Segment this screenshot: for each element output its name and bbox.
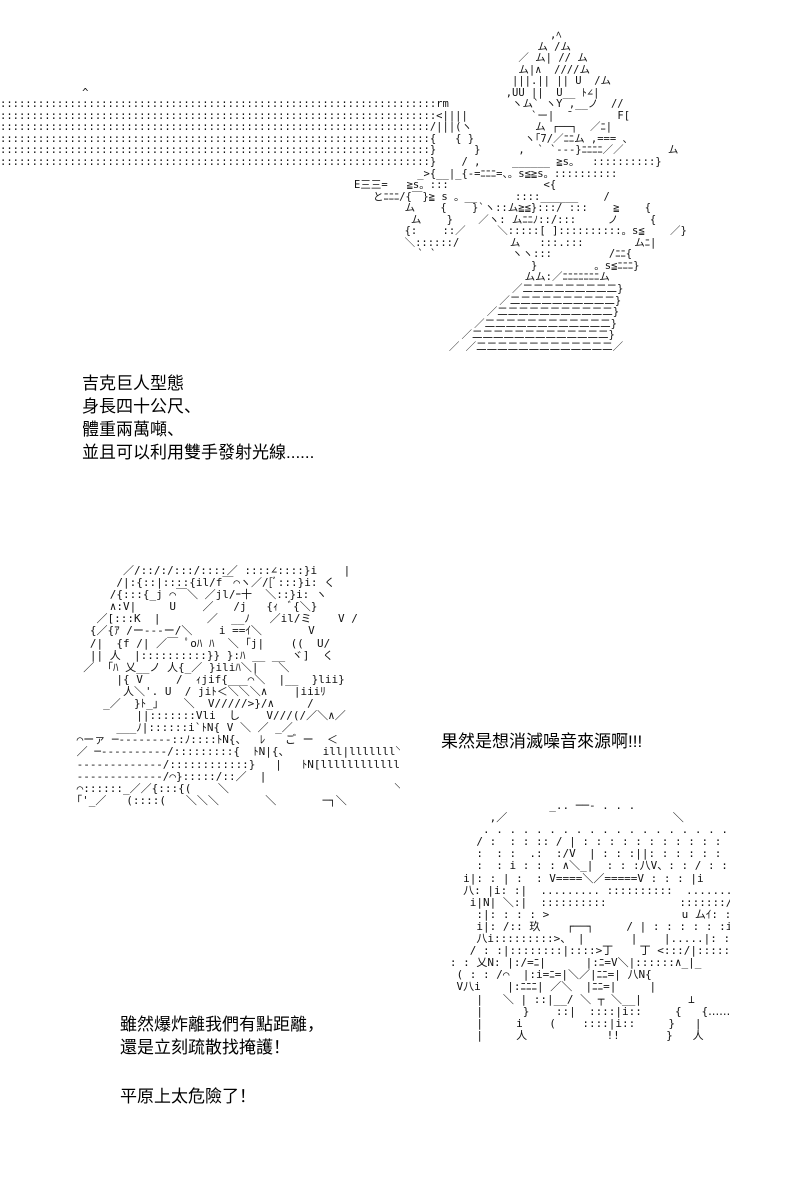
worried-boy-ascii-art: _.. ──- . . . ,／ ＼ . . . . . . . . . . .… bbox=[449, 800, 730, 1042]
robot-caption-line-3: 體重兩萬噸、 bbox=[82, 420, 184, 439]
robot-caption-line-2: 身長四十公尺、 bbox=[82, 397, 201, 416]
escape-caption: 雖然爆炸離我們有點距離， 還是立刻疏散找掩護！ bbox=[120, 1013, 324, 1059]
escape-caption-line-2: 還是立刻疏散找掩護！ bbox=[120, 1038, 290, 1057]
danger-caption: 平原上太危險了！ bbox=[120, 1087, 256, 1106]
exclaim-caption: 果然是想消滅噪音來源啊!!! bbox=[441, 732, 643, 751]
escape-caption-line-1: 雖然爆炸離我們有點距離， bbox=[120, 1015, 324, 1034]
shouting-girl-ascii-art: ／/::/:/:::/::::／ ::::∠::::}i | /|:{::|::… bbox=[76, 565, 400, 807]
giant-robot-ascii-art: ,ﾍ ム /ム ／ ム| // ム bbox=[0, 30, 687, 353]
robot-description-caption: 吉克巨人型態 身長四十公尺、 體重兩萬噸、 並且可以利用雙手發射光線...... bbox=[82, 372, 314, 464]
robot-caption-line-4: 並且可以利用雙手發射光線...... bbox=[82, 443, 315, 462]
robot-caption-line-1: 吉克巨人型態 bbox=[82, 374, 184, 393]
